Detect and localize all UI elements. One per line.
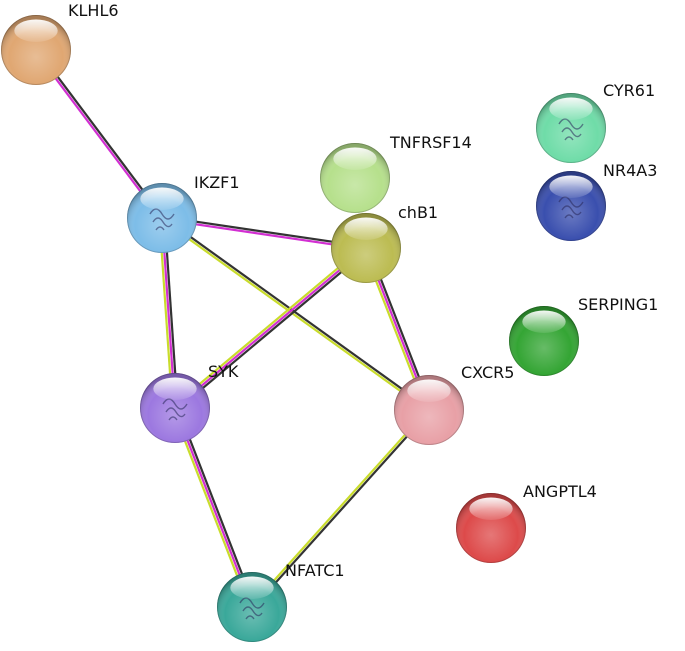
node-highlight (344, 217, 388, 240)
edge-line-coexpression (175, 249, 369, 411)
node-highlight (153, 377, 197, 400)
protein-structure-icon (239, 597, 265, 620)
node-label-syk: SYK (208, 362, 239, 381)
node-syk[interactable] (140, 373, 210, 443)
node-label-cxcr5: CXCR5 (461, 363, 514, 382)
edge-line-experimental (172, 245, 366, 407)
node-label-nfatc1: NFATC1 (285, 561, 345, 580)
node-highlight (140, 187, 184, 210)
edge-cxcr5-nfatc1[interactable] (250, 408, 431, 609)
node-serping1[interactable] (509, 306, 579, 376)
edge-line-experimental (171, 408, 251, 609)
node-highlight (469, 497, 513, 520)
edge-line-experimental (250, 408, 429, 607)
edge-line-coexpression (252, 410, 431, 609)
edge-ikzf1-cxcr5[interactable] (160, 216, 431, 412)
node-rim (140, 373, 210, 443)
node-rim (456, 493, 526, 563)
edge-line-experimental (160, 218, 429, 412)
node-highlight (549, 97, 593, 120)
node-label-angptl4: ANGPTL4 (523, 482, 597, 501)
node-highlight (407, 379, 451, 402)
protein-structure-icon (558, 196, 584, 219)
node-rim (331, 213, 401, 283)
protein-structure-icon (149, 208, 175, 231)
node-chb1[interactable] (331, 213, 401, 283)
node-cxcr5[interactable] (394, 375, 464, 445)
node-label-tnfrsf14: TNFRSF14 (389, 133, 472, 152)
node-klhl6[interactable] (1, 15, 71, 85)
node-tnfrsf14[interactable] (320, 143, 390, 213)
node-nr4a3[interactable] (536, 171, 606, 241)
node-label-klhl6: KLHL6 (68, 1, 119, 20)
node-highlight (333, 147, 377, 170)
edge-chb1-syk[interactable] (172, 245, 369, 411)
node-highlight (522, 310, 566, 333)
node-highlight (14, 19, 58, 42)
node-rim (320, 143, 390, 213)
node-rim (1, 15, 71, 85)
protein-structure-icon (162, 398, 188, 421)
node-label-cyr61: CYR61 (603, 81, 655, 100)
node-angptl4[interactable] (456, 493, 526, 563)
edge-line-coexpression (36, 48, 164, 218)
node-rim (217, 572, 287, 642)
node-label-ikzf1: IKZF1 (194, 173, 240, 192)
node-rim (394, 375, 464, 445)
edge-line-textmining (174, 247, 367, 409)
node-label-chb1: chB1 (398, 203, 438, 222)
edge-line-coexpression (162, 216, 431, 410)
node-cyr61[interactable] (536, 93, 606, 163)
edge-line-textmining (34, 50, 162, 220)
node-highlight (230, 576, 274, 599)
edge-syk-nfatc1[interactable] (171, 406, 256, 609)
node-rim (536, 171, 606, 241)
edge-klhl6-ikzf1[interactable] (34, 48, 164, 220)
protein-structure-icon (558, 118, 584, 141)
node-nfatc1[interactable] (217, 572, 287, 642)
edge-line-textmining (173, 407, 254, 608)
node-rim (536, 93, 606, 163)
node-label-serping1: SERPING1 (578, 295, 658, 314)
node-highlight (549, 175, 593, 198)
node-label-nr4a3: NR4A3 (603, 161, 657, 180)
node-rim (509, 306, 579, 376)
edge-line-coexpression (176, 406, 256, 607)
node-ikzf1[interactable] (127, 183, 197, 253)
node-rim (127, 183, 197, 253)
